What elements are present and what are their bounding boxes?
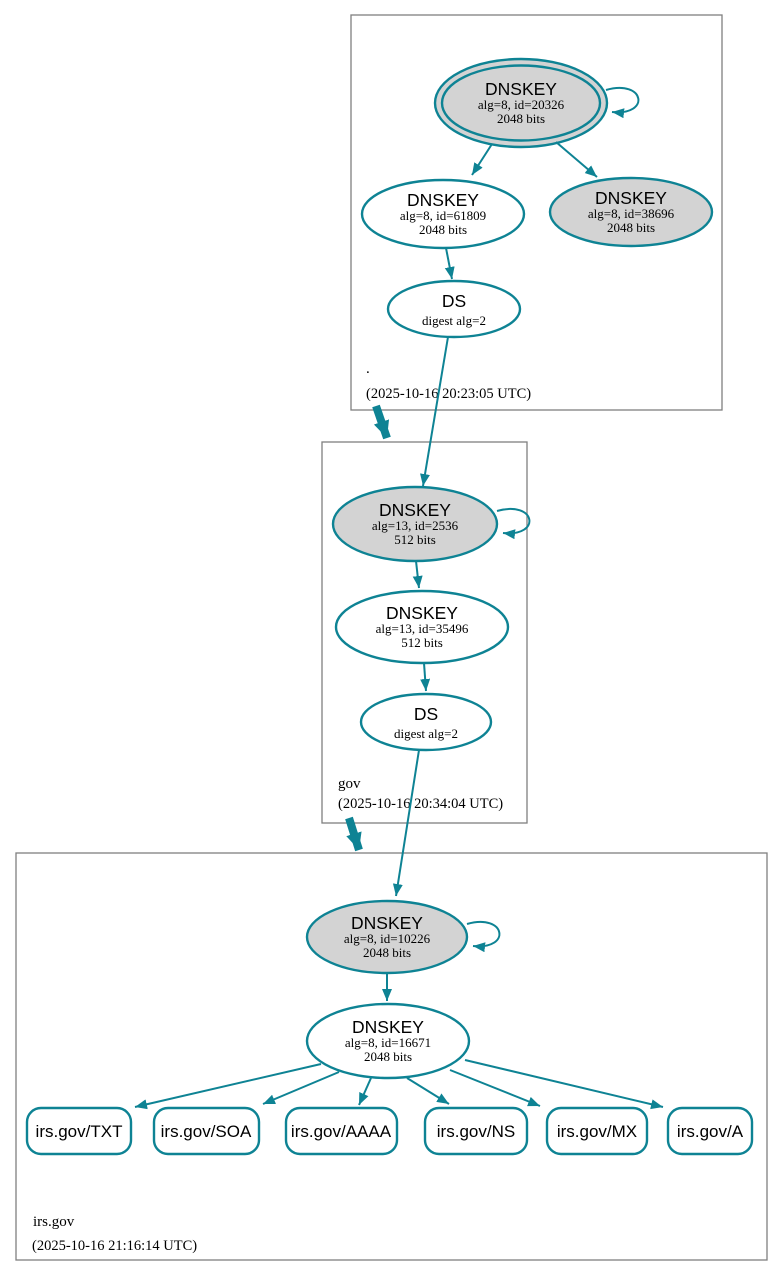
zone-gov: DNSKEY alg=13, id=2536 512 bits DNSKEY a…: [331, 485, 531, 812]
root-ksk-title: DNSKEY: [485, 79, 557, 99]
root-ds-detail1: digest alg=2: [422, 313, 486, 328]
root-ksk-inner-ellipse: [440, 64, 602, 142]
rrset-ns-label: irs.gov/NS: [437, 1122, 515, 1141]
root-zsk-detail1: alg=8, id=61809: [400, 208, 486, 223]
rrset-node-a: irs.gov/A: [666, 1106, 754, 1156]
edge-gov-ksk-to-zsk: [412, 560, 423, 589]
root-ksk-detail1: alg=8, id=20326: [478, 97, 565, 112]
gov-ksk-self-sign-loop-arrow: [496, 508, 531, 540]
irs-ksk-self-sign-loop-arrow: [466, 921, 501, 953]
root-ksk-outer-ellipse: [433, 57, 609, 149]
irs-zsk-detail1: alg=8, id=16671: [345, 1035, 431, 1050]
rrset-aaaa-label: irs.gov/AAAA: [291, 1122, 392, 1141]
zone-box-irs-gov: [15, 852, 768, 1261]
edge-irs-zsk-to-txt: [134, 1063, 322, 1110]
gov-ksk-dnskey-node: DNSKEY alg=13, id=2536 512 bits: [331, 485, 499, 563]
edge-gov-zsk-to-ds: [420, 662, 431, 692]
gov-ksk-detail2: 512 bits: [394, 532, 436, 547]
gov-ksk-detail1: alg=13, id=2536: [372, 518, 459, 533]
zone-box-gov: [321, 441, 528, 824]
irs-ksk-detail1: alg=8, id=10226: [344, 931, 431, 946]
rrset-mx-box: [545, 1106, 649, 1156]
root-ksk2-ellipse: [548, 176, 714, 248]
rrset-a-label: irs.gov/A: [677, 1122, 744, 1141]
irs-zsk-ellipse: [305, 1002, 471, 1080]
edge-gov-ds-to-irs-ksk: [392, 749, 420, 897]
delegation-arrow-gov-to-irs: [345, 816, 363, 852]
irs-zone-timestamp: (2025-10-16 21:16:14 UTC): [32, 1238, 197, 1254]
root-ds-node: DS digest alg=2: [386, 279, 522, 339]
irs-zone-name: irs.gov: [33, 1214, 75, 1230]
rrset-node-soa: irs.gov/SOA: [152, 1106, 261, 1156]
gov-zone-timestamp: (2025-10-16 20:34:04 UTC): [338, 796, 503, 812]
gov-zsk-detail1: alg=13, id=35496: [376, 621, 469, 636]
gov-ksk-title: DNSKEY: [379, 500, 451, 520]
gov-ds-ellipse: [359, 692, 493, 752]
rrset-node-ns: irs.gov/NS: [423, 1106, 529, 1156]
gov-ds-detail1: digest alg=2: [394, 726, 458, 741]
root-zsk-ellipse: [360, 178, 526, 250]
rrset-node-txt: irs.gov/TXT: [25, 1106, 133, 1156]
root-zone-name: .: [366, 361, 370, 377]
rrset-aaaa-box: [284, 1106, 399, 1156]
root-ksk-self-sign-loop-arrow: [605, 87, 640, 119]
zone-irs-gov: DNSKEY alg=8, id=10226 2048 bits DNSKEY …: [25, 899, 754, 1254]
gov-ksk-ellipse: [331, 485, 499, 563]
rrset-mx-label: irs.gov/MX: [557, 1122, 637, 1141]
gov-zsk-title: DNSKEY: [386, 603, 458, 623]
rrset-txt-label: irs.gov/TXT: [36, 1122, 123, 1141]
root-ds-ellipse: [386, 279, 522, 339]
gov-zsk-dnskey-node: DNSKEY alg=13, id=35496 512 bits: [334, 589, 510, 665]
edge-irs-zsk-to-mx: [449, 1069, 541, 1107]
root-trust-anchor-dnskey-node: DNSKEY alg=8, id=20326 2048 bits: [433, 57, 609, 149]
irs-zsk-dnskey-node: DNSKEY alg=8, id=16671 2048 bits: [305, 1002, 471, 1080]
rrset-node-mx: irs.gov/MX: [545, 1106, 649, 1156]
rrset-a-box: [666, 1106, 754, 1156]
irs-ksk-detail2: 2048 bits: [363, 945, 411, 960]
zone-box-root: [350, 14, 723, 411]
root-zone-timestamp: (2025-10-16 20:23:05 UTC): [366, 386, 531, 402]
edge-root-zsk-to-ds: [444, 247, 455, 280]
root-zsk-detail2: 2048 bits: [419, 222, 467, 237]
rrset-soa-label: irs.gov/SOA: [161, 1122, 252, 1141]
gov-zsk-ellipse: [334, 589, 510, 665]
root-ksk2-detail1: alg=8, id=38696: [588, 206, 675, 221]
gov-zone-name: gov: [338, 776, 361, 792]
zone-root: DNSKEY alg=8, id=20326 2048 bits DNSKEY …: [360, 57, 714, 402]
edge-irs-zsk-to-soa: [262, 1071, 340, 1105]
edge-root-ksk-to-ksk2: [555, 141, 598, 178]
root-ksk2-title: DNSKEY: [595, 188, 667, 208]
root-zsk-dnskey-node: DNSKEY alg=8, id=61809 2048 bits: [360, 178, 526, 250]
edge-root-ksk-to-zsk: [471, 143, 493, 176]
gov-ds-title: DS: [414, 704, 438, 724]
irs-zsk-detail2: 2048 bits: [364, 1049, 412, 1064]
root-ksk2-dnskey-node: DNSKEY alg=8, id=38696 2048 bits: [548, 176, 714, 248]
rrset-ns-box: [423, 1106, 529, 1156]
edge-irs-zsk-to-ns: [406, 1077, 450, 1105]
irs-ksk-ellipse: [305, 899, 469, 975]
irs-ksk-title: DNSKEY: [351, 913, 423, 933]
root-ksk2-detail2: 2048 bits: [607, 220, 655, 235]
delegation-arrow-root-to-gov: [372, 404, 391, 440]
rrset-txt-box: [25, 1106, 133, 1156]
root-ksk-detail2: 2048 bits: [497, 111, 545, 126]
edge-irs-zsk-to-a: [464, 1059, 664, 1110]
root-ds-title: DS: [442, 291, 466, 311]
rrset-node-aaaa: irs.gov/AAAA: [284, 1106, 399, 1156]
root-zsk-title: DNSKEY: [407, 190, 479, 210]
edge-root-ds-to-gov-ksk: [420, 336, 449, 487]
gov-zsk-detail2: 512 bits: [401, 635, 443, 650]
gov-ds-node: DS digest alg=2: [359, 692, 493, 752]
irs-zsk-title: DNSKEY: [352, 1017, 424, 1037]
irs-ksk-dnskey-node: DNSKEY alg=8, id=10226 2048 bits: [305, 899, 469, 975]
rrset-soa-box: [152, 1106, 261, 1156]
edge-irs-zsk-to-aaaa: [358, 1077, 372, 1106]
